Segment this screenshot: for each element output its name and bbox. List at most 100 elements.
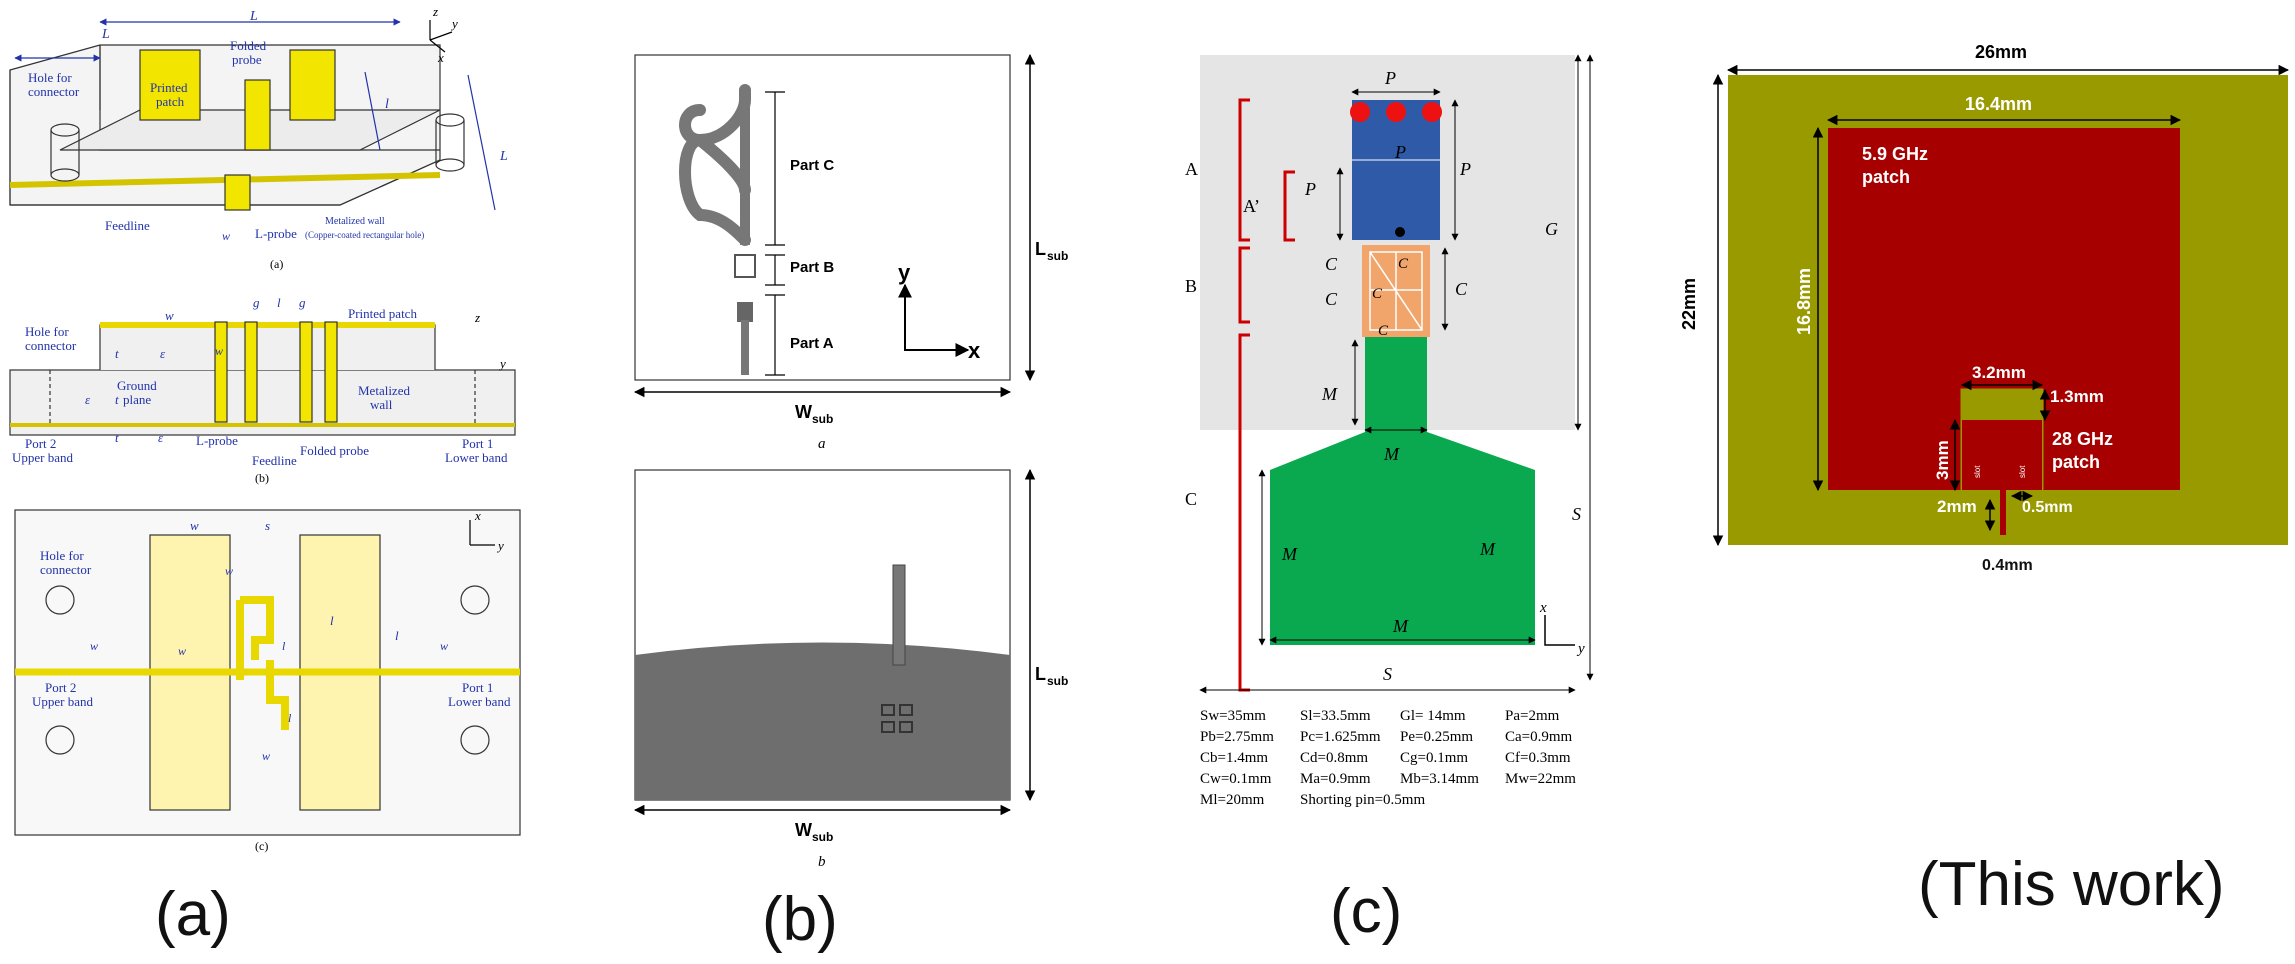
label-folded-probe: Folded probe [300, 443, 369, 458]
param-cell: Pb=2.75mm [1200, 729, 1274, 745]
label-l1: l [277, 295, 281, 310]
label-l0: l [330, 613, 334, 628]
axis-y-3: y [496, 538, 504, 553]
label-lp-2: l [395, 628, 399, 643]
label-w0: w [215, 344, 223, 358]
param-cell: Ml=20mm [1200, 792, 1265, 808]
label-ta: t [115, 346, 119, 361]
label-port1: Port 1 [462, 436, 493, 451]
label-lower-band-2: Lower band [448, 694, 511, 709]
label-lsub-bottom: L [1035, 664, 1046, 684]
dim-slot-w: 3.2mm [1972, 363, 2026, 382]
label-sl: S [1572, 504, 1581, 524]
label-cw: C [1378, 323, 1389, 339]
label-s: s [265, 518, 270, 533]
param-cell: Sl=33.5mm [1300, 708, 1371, 724]
label-tf: t [115, 430, 119, 445]
label-folded: Folded [230, 38, 267, 53]
label-tw: t [115, 392, 119, 407]
label-upper-band-2: Upper band [32, 694, 94, 709]
label-mw-right: M [1479, 539, 1496, 559]
axis-y: y [450, 16, 458, 31]
param-cell: Ma=0.9mm [1300, 771, 1371, 787]
param-cell: Pe=0.25mm [1400, 729, 1473, 745]
label-probe: probe [232, 52, 262, 67]
label-gl: G [1545, 219, 1558, 239]
label-wg: w [222, 229, 230, 243]
label-ca: C [1398, 256, 1409, 272]
param-cell: Sw=35mm [1200, 708, 1266, 724]
axis-z: z [432, 4, 438, 19]
label-lsub-top: L [1035, 239, 1046, 259]
label-lg-right: L [499, 149, 508, 164]
panel-c: A A’ B C P P P P C C C C C C M M M M M S… [1185, 54, 1594, 808]
label-slot-1: slot [1973, 465, 1982, 478]
label-wsub-bottom: W [795, 820, 812, 840]
label-connector-3: connector [40, 562, 92, 577]
label-lg: L [249, 9, 258, 24]
param-cell: Cd=0.8mm [1300, 750, 1368, 766]
label-plane: plane [123, 392, 151, 407]
label-slot-2: slot [2018, 465, 2027, 478]
label-sw: S [1383, 664, 1392, 684]
label-lsub-top-sub: sub [1047, 249, 1068, 263]
label-metalized: Metalized [358, 383, 410, 398]
param-cell: Cf=0.3mm [1505, 750, 1571, 766]
caption-this-work: (This work) [1918, 850, 2225, 919]
label-copper: (Copper-coated rectangular hole) [305, 230, 424, 240]
label-5p9ghz: 5.9 GHz [1862, 144, 1928, 164]
label-cb: C [1455, 279, 1468, 299]
label-mb: M [1321, 384, 1338, 404]
label-lg1: L [101, 27, 110, 42]
label-hole-for: Hole for [28, 70, 72, 85]
label-printed: Printed [150, 80, 188, 95]
label-port1-2: Port 1 [462, 680, 493, 695]
dim-patch-w: 16.4mm [1965, 94, 2032, 114]
dim-gap: 0.5mm [2022, 499, 2073, 516]
axis-y-b: y [898, 260, 911, 285]
dim-feed-w: 2mm [1937, 497, 1977, 516]
panel-b: Part C Part B Part A y x L sub W sub a L… [633, 53, 1068, 870]
label-w0-2: w [225, 564, 233, 578]
label-part-c: Part C [790, 157, 834, 174]
label-l2: l [288, 711, 292, 725]
label-pc: P [1304, 179, 1316, 199]
param-cell: Pc=1.625mm [1300, 729, 1381, 745]
label-wp-2: w [190, 518, 199, 533]
axis-x-3: x [474, 508, 481, 523]
label-part-a: Part A [790, 335, 834, 352]
panel-a-cross-section [9, 321, 516, 436]
label-mw: M [1392, 616, 1409, 636]
label-wall: wall [370, 397, 393, 412]
label-printed-patch: Printed patch [348, 306, 417, 321]
sub-caption-c: (c) [255, 839, 268, 853]
label-pe: P [1394, 142, 1406, 162]
caption-b: (b) [762, 885, 838, 954]
axis-x-c: x [1539, 600, 1547, 616]
label-part-b: Part B [790, 259, 834, 276]
label-patch-1: patch [1862, 167, 1910, 187]
label-cd: C [1325, 289, 1338, 309]
label-pa: P [1384, 68, 1396, 88]
dim-slot-h: 1.3mm [2050, 387, 2104, 406]
label-port2-2: Port 2 [45, 680, 76, 695]
feed-narrow [1365, 337, 1427, 432]
param-cell: Gl= 14mm [1400, 708, 1466, 724]
label-wf1: w [178, 644, 186, 658]
label-feedline-2: Feedline [252, 453, 297, 468]
label-wf3: w [440, 639, 448, 653]
caption-a: (a) [155, 880, 231, 949]
label-g1a: g [253, 295, 260, 310]
label-hole-for-2: Hole for [25, 324, 69, 339]
panel-a-top-view [14, 509, 521, 836]
label-wsub-top-sub: sub [812, 412, 833, 426]
axis-y-c: y [1576, 641, 1585, 657]
label-eps-f: ε [158, 430, 164, 445]
label-connector: connector [28, 84, 80, 99]
dim-mm-h: 3mm [1933, 440, 1952, 480]
axis-x: x [437, 50, 444, 65]
dim-feed-line: 0.4mm [1982, 557, 2033, 574]
param-cell: Shorting pin=0.5mm [1300, 792, 1425, 808]
label-port2: Port 2 [25, 436, 56, 451]
